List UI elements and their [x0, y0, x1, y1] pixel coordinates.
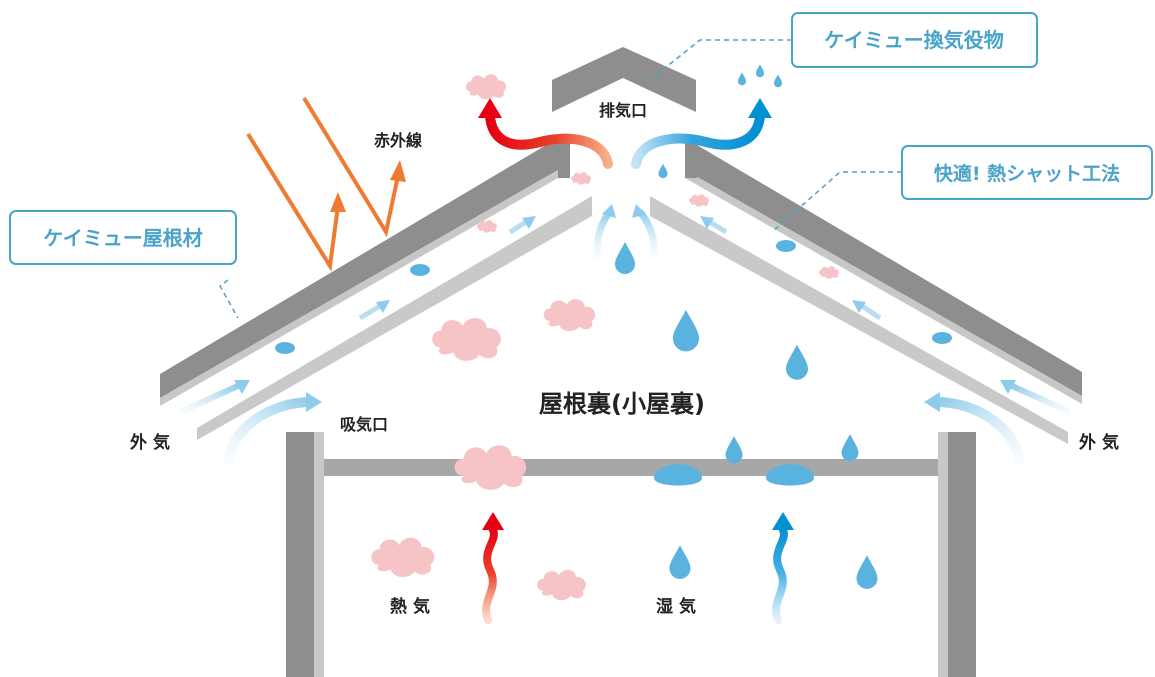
- infrared-arrows: [246, 96, 406, 272]
- callout-method: 快適! 熱シャット工法: [901, 145, 1153, 200]
- callout-roof-material: ケイミュー屋根材: [9, 210, 237, 265]
- left-roof-underlayer: [197, 196, 592, 440]
- cloud-icon: [570, 172, 591, 185]
- rising-arrows: [482, 512, 794, 624]
- water-drop-icon: [841, 434, 859, 462]
- right-wall: [948, 432, 976, 677]
- exhaust-label: 排気口: [599, 101, 647, 120]
- attic-label: 屋根裏(小屋裏): [539, 390, 705, 418]
- cloud-icon: [537, 569, 586, 601]
- cloud-icon: [465, 74, 506, 100]
- roof-structure: [160, 47, 1082, 444]
- moisture-exhaust-arrow-icon: [631, 111, 765, 169]
- cloud-icon: [371, 537, 435, 578]
- ceiling-beam: [324, 459, 938, 476]
- water-drop-icon: [786, 344, 808, 380]
- cloud-icon: [432, 318, 501, 361]
- water-drop-icon: [856, 555, 878, 589]
- cloud-icon: [543, 299, 596, 332]
- exhaust-arrows: [478, 98, 772, 169]
- infrared-arrow-icon: [246, 132, 340, 272]
- condensation-drop: [766, 464, 814, 486]
- callout-ventilation-part: ケイミュー換気役物: [791, 12, 1038, 68]
- leader-lines: [219, 39, 902, 319]
- left-wall: [286, 432, 314, 677]
- heat-label: 熱 気: [390, 596, 430, 617]
- water-drop-icon: [756, 64, 764, 78]
- water-drop-icon: [738, 72, 746, 86]
- outside-air-left-label: 外 気: [130, 432, 170, 453]
- intake-label: 吸気口: [340, 415, 388, 434]
- heat-exhaust-arrow-icon: [485, 111, 613, 169]
- water-drop-icon: [669, 545, 691, 579]
- infrared-arrow-icon: [302, 96, 400, 238]
- ventilation-part-label: ケイミュー換気役物: [824, 28, 1004, 52]
- airflow-arrow-icon: [223, 397, 317, 465]
- water-drop-icon: [658, 163, 668, 179]
- heat-rising-arrow-icon: [482, 524, 498, 624]
- cloud-icon: [818, 266, 839, 279]
- humidity-label: 湿 気: [656, 596, 696, 617]
- airflow-arrow-icon: [931, 397, 1025, 465]
- moisture-drops: [275, 64, 952, 589]
- water-drop-icon: [615, 242, 635, 274]
- condensation-drop: [654, 464, 702, 486]
- method-label: 快適! 熱シャット工法: [934, 162, 1120, 185]
- airflow-arrows: [178, 204, 1072, 465]
- outside-air-right-label: 外 気: [1079, 432, 1119, 453]
- ridge-post-right: [685, 138, 697, 178]
- moisture-rising-arrow-icon: [772, 524, 788, 624]
- water-drop-icon: [725, 436, 743, 464]
- ridge-post-left: [558, 138, 570, 178]
- water-drop-icon: [673, 309, 699, 352]
- right-roof-material: [685, 138, 1082, 396]
- infrared-label: 赤外線: [374, 131, 422, 150]
- roof-material-label: ケイミュー屋根材: [43, 226, 203, 250]
- cloud-icon: [688, 194, 709, 207]
- cloud-icon: [454, 445, 527, 490]
- water-drop-icon: [774, 74, 782, 88]
- right-roof-underlayer: [650, 196, 1068, 444]
- left-roof-material: [160, 138, 558, 398]
- ridge-cap: [552, 47, 696, 112]
